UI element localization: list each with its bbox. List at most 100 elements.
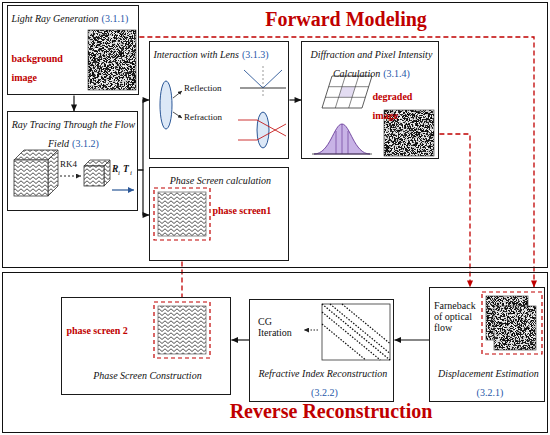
label-holder: R [112, 164, 118, 174]
background-noise-image [88, 30, 136, 90]
process-box: Phase Screen calculation phase screen1 [149, 167, 289, 261]
leader-line [173, 91, 182, 98]
process-box: Interaction with Lens(3.1.3) [149, 41, 289, 159]
annotation-label: CG Iteration [258, 316, 292, 338]
image-caption: phase screen 2 [66, 325, 127, 336]
section-number: (3.1.3) [242, 49, 269, 61]
pixel-grid [329, 86, 369, 87]
heading-block: Diffraction and Pixel Intensity Calculat… [305, 44, 437, 82]
pixel-grid [335, 76, 345, 108]
section-number: (3.1.1) [102, 13, 129, 25]
phase-screen-image [158, 306, 206, 354]
step-heading: Displacement Estimation [438, 368, 539, 379]
flow-arrow [73, 95, 74, 111]
heading-block: Interaction with Lens(3.1.3) [153, 44, 287, 63]
annotation-label: T [123, 164, 129, 174]
matrix-band [322, 324, 366, 360]
process-box: Refractive Index Reconstruction(3.2.2) [249, 299, 394, 402]
flow-arrow [138, 170, 149, 215]
annotation-label: Reflection [184, 83, 222, 93]
section-panel: Displacement Estimation (3.2.1) Refractive… [2, 272, 548, 433]
image-pair-noise [494, 306, 536, 350]
section-number: (3.1.2) [72, 138, 99, 150]
label-holder: Refraction [184, 113, 222, 123]
section-number: (3.2.1) [477, 387, 504, 399]
text-holder: degraded image [372, 86, 436, 123]
dashed-comparison-link [439, 134, 470, 287]
step-heading: Phase Screen Construction [93, 370, 202, 381]
intensity-bar [342, 124, 343, 154]
matrix-band [330, 304, 390, 353]
step-heading: Interaction with Lens [153, 49, 239, 60]
cell-cube [84, 166, 104, 186]
heading-block: Phase Screen Construction [65, 365, 229, 384]
annotation-label: R [112, 164, 118, 174]
flow-arrow [231, 339, 249, 340]
dashed-highlight [154, 302, 210, 358]
dashed-highlight [154, 188, 210, 240]
heading-block: Reverse Reconstruction [199, 400, 463, 424]
sparse-matrix [322, 304, 390, 360]
annotation-label: i [118, 169, 120, 177]
dashed-comparison-link [181, 261, 182, 297]
intensity-profile [314, 124, 370, 154]
panel-title: Forward Modeling [265, 8, 427, 30]
heading-block: Light Ray Generation (3.1.1) [11, 8, 137, 27]
annotation-label: i [130, 169, 132, 177]
flow-field-cube [14, 160, 48, 196]
pixel-grid [349, 76, 359, 108]
image-caption: degraded image [372, 91, 412, 120]
flow-arrow [138, 100, 149, 170]
biconvex-lens [257, 112, 269, 148]
leader-line [173, 112, 182, 118]
matrix-band [342, 304, 390, 344]
step-heading: Phase Screen calculation [170, 175, 271, 186]
step-heading: Refractive Index Reconstruction [258, 368, 387, 379]
text-holder: phase screen 2 [66, 320, 154, 338]
annotation-label: Farneback of optical flow [434, 300, 476, 333]
text-holder: background image [11, 48, 87, 85]
image-caption: background image [11, 53, 63, 82]
image-caption: phase screen1 [212, 205, 271, 216]
lens-symbol [160, 81, 172, 129]
heading-block: Forward Modeling [249, 8, 443, 32]
annotation-label: Refraction [184, 112, 222, 122]
refracted-ray [238, 124, 286, 140]
image-frame [88, 30, 136, 90]
flow-field-cube [48, 150, 58, 196]
dashed-comparison-link [139, 37, 534, 287]
plot-axis [312, 154, 372, 155]
annotation-label: RK4 [60, 159, 77, 169]
step-heading: Light Ray Generation [11, 13, 98, 24]
intensity-bar [348, 131, 349, 154]
flow-arrow [289, 99, 301, 100]
section-panel: Light Ray Generation (3.1.1) background im… [2, 2, 548, 268]
heading-block: Phase Screen calculation [153, 170, 287, 189]
matrix-band [322, 304, 390, 360]
ray-update-arrow [112, 189, 134, 190]
label-holder: CG Iteration [258, 316, 302, 338]
dashed-highlight [482, 292, 542, 354]
process-box: Diffraction and Pixel Intensity Calculat… [301, 41, 439, 159]
surface-normal [263, 66, 264, 96]
label-holder: T [123, 164, 129, 174]
cell-cube [104, 160, 110, 186]
matrix-band [322, 312, 380, 360]
panel-title: Reverse Reconstruction [230, 400, 433, 422]
label-holder: i [130, 170, 132, 178]
heading-block: Ray Tracing Through the Flow Field(3.1.2… [11, 114, 135, 152]
phase-screen-image [158, 192, 206, 236]
iteration-arrow [304, 330, 318, 331]
process-box: Phase Screen Construction phase screen 2 [61, 297, 231, 395]
step-heading: Diffraction and Pixel Intensity Calculat… [310, 49, 432, 79]
rk4-step-arrow [60, 176, 81, 177]
image-frame [494, 306, 536, 350]
heading-block: Displacement Estimation (3.2.1) [433, 363, 543, 401]
label-holder: Reflection [184, 84, 222, 94]
text-holder: phase screen1 [212, 200, 288, 218]
label-holder: Farneback of optical flow [434, 300, 482, 333]
heading-block: Refractive Index Reconstruction(3.2.2) [253, 363, 392, 401]
pixel-grid [325, 97, 365, 98]
flow-arrow [394, 339, 429, 340]
